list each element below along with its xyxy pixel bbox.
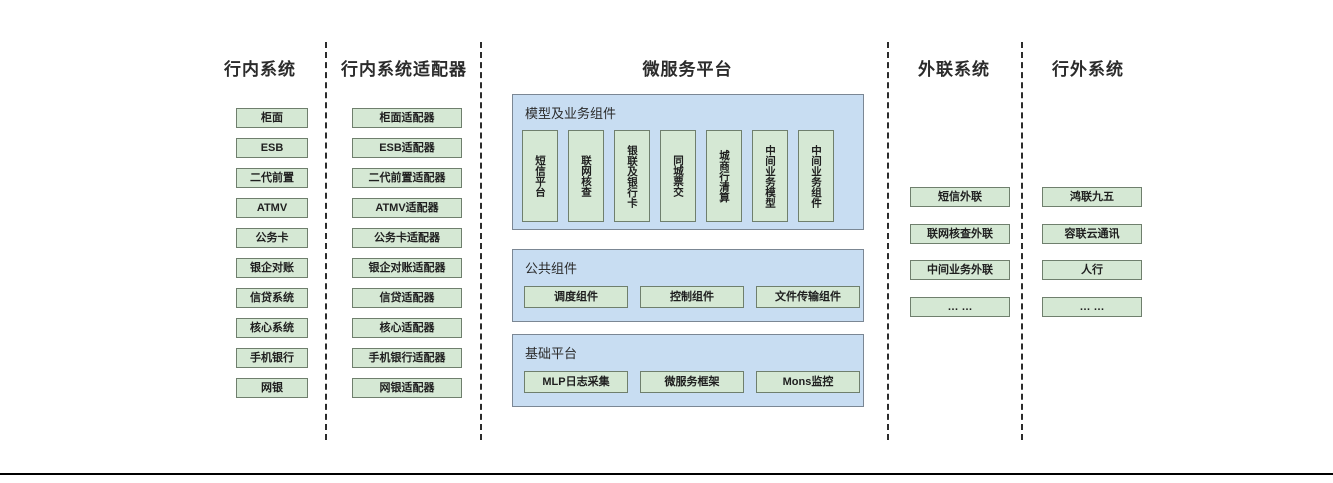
node-adapter-2[interactable]: ESB适配器 xyxy=(352,138,462,158)
node-platform-model-4[interactable]: 同城票交 xyxy=(660,130,696,222)
node-adapter-4[interactable]: ATMV适配器 xyxy=(352,198,462,218)
node-outside-bank-3[interactable]: 人行 xyxy=(1042,260,1142,280)
node-platform-model-5[interactable]: 城商行清算 xyxy=(706,130,742,222)
node-adapter-6[interactable]: 银企对账适配器 xyxy=(352,258,462,278)
column-header-external-link: 外联系统 xyxy=(918,60,990,79)
node-bank-internal-2[interactable]: ESB xyxy=(236,138,308,158)
column-divider-2 xyxy=(480,42,482,440)
node-platform-base-3[interactable]: Mons监控 xyxy=(756,371,860,393)
node-platform-model-3[interactable]: 银联及银行卡 xyxy=(614,130,650,222)
bottom-separator-rule xyxy=(0,473,1333,475)
column-header-outside-bank: 行外系统 xyxy=(1052,60,1124,79)
node-adapter-8[interactable]: 核心适配器 xyxy=(352,318,462,338)
node-platform-model-2[interactable]: 联网核查 xyxy=(568,130,604,222)
column-header-bank-internal: 行内系统 xyxy=(224,60,296,79)
node-bank-internal-3[interactable]: 二代前置 xyxy=(236,168,308,188)
panel-title-public-components: 公共组件 xyxy=(525,261,578,276)
node-adapter-9[interactable]: 手机银行适配器 xyxy=(352,348,462,368)
node-platform-model-6[interactable]: 中间业务模型 xyxy=(752,130,788,222)
node-external-link-4[interactable]: … … xyxy=(910,297,1010,317)
node-external-link-3[interactable]: 中间业务外联 xyxy=(910,260,1010,280)
node-external-link-2[interactable]: 联网核查外联 xyxy=(910,224,1010,244)
node-platform-model-7[interactable]: 中间业务组件 xyxy=(798,130,834,222)
node-platform-public-2[interactable]: 控制组件 xyxy=(640,286,744,308)
node-bank-internal-6[interactable]: 银企对账 xyxy=(236,258,308,278)
column-header-adapters: 行内系统适配器 xyxy=(341,60,467,79)
column-header-platform: 微服务平台 xyxy=(642,60,733,79)
node-outside-bank-1[interactable]: 鸿联九五 xyxy=(1042,187,1142,207)
node-external-link-1[interactable]: 短信外联 xyxy=(910,187,1010,207)
node-bank-internal-1[interactable]: 柜面 xyxy=(236,108,308,128)
node-adapter-5[interactable]: 公务卡适配器 xyxy=(352,228,462,248)
node-adapter-1[interactable]: 柜面适配器 xyxy=(352,108,462,128)
node-outside-bank-2[interactable]: 容联云通讯 xyxy=(1042,224,1142,244)
node-bank-internal-8[interactable]: 核心系统 xyxy=(236,318,308,338)
node-platform-base-1[interactable]: MLP日志采集 xyxy=(524,371,628,393)
node-bank-internal-4[interactable]: ATMV xyxy=(236,198,308,218)
panel-title-model-business-components: 模型及业务组件 xyxy=(525,106,617,121)
panel-base-platform: 基础平台 xyxy=(512,334,864,407)
node-adapter-7[interactable]: 信贷适配器 xyxy=(352,288,462,308)
node-adapter-10[interactable]: 网银适配器 xyxy=(352,378,462,398)
node-platform-public-1[interactable]: 调度组件 xyxy=(524,286,628,308)
column-divider-4 xyxy=(1021,42,1023,440)
node-bank-internal-10[interactable]: 网银 xyxy=(236,378,308,398)
node-adapter-3[interactable]: 二代前置适配器 xyxy=(352,168,462,188)
panel-public-components: 公共组件 xyxy=(512,249,864,322)
panel-title-base-platform: 基础平台 xyxy=(525,346,578,361)
column-divider-3 xyxy=(887,42,889,440)
node-bank-internal-7[interactable]: 信贷系统 xyxy=(236,288,308,308)
node-outside-bank-4[interactable]: … … xyxy=(1042,297,1142,317)
node-bank-internal-9[interactable]: 手机银行 xyxy=(236,348,308,368)
node-platform-public-3[interactable]: 文件传输组件 xyxy=(756,286,860,308)
column-divider-1 xyxy=(325,42,327,440)
node-platform-model-1[interactable]: 短信平台 xyxy=(522,130,558,222)
node-bank-internal-5[interactable]: 公务卡 xyxy=(236,228,308,248)
node-platform-base-2[interactable]: 微服务框架 xyxy=(640,371,744,393)
